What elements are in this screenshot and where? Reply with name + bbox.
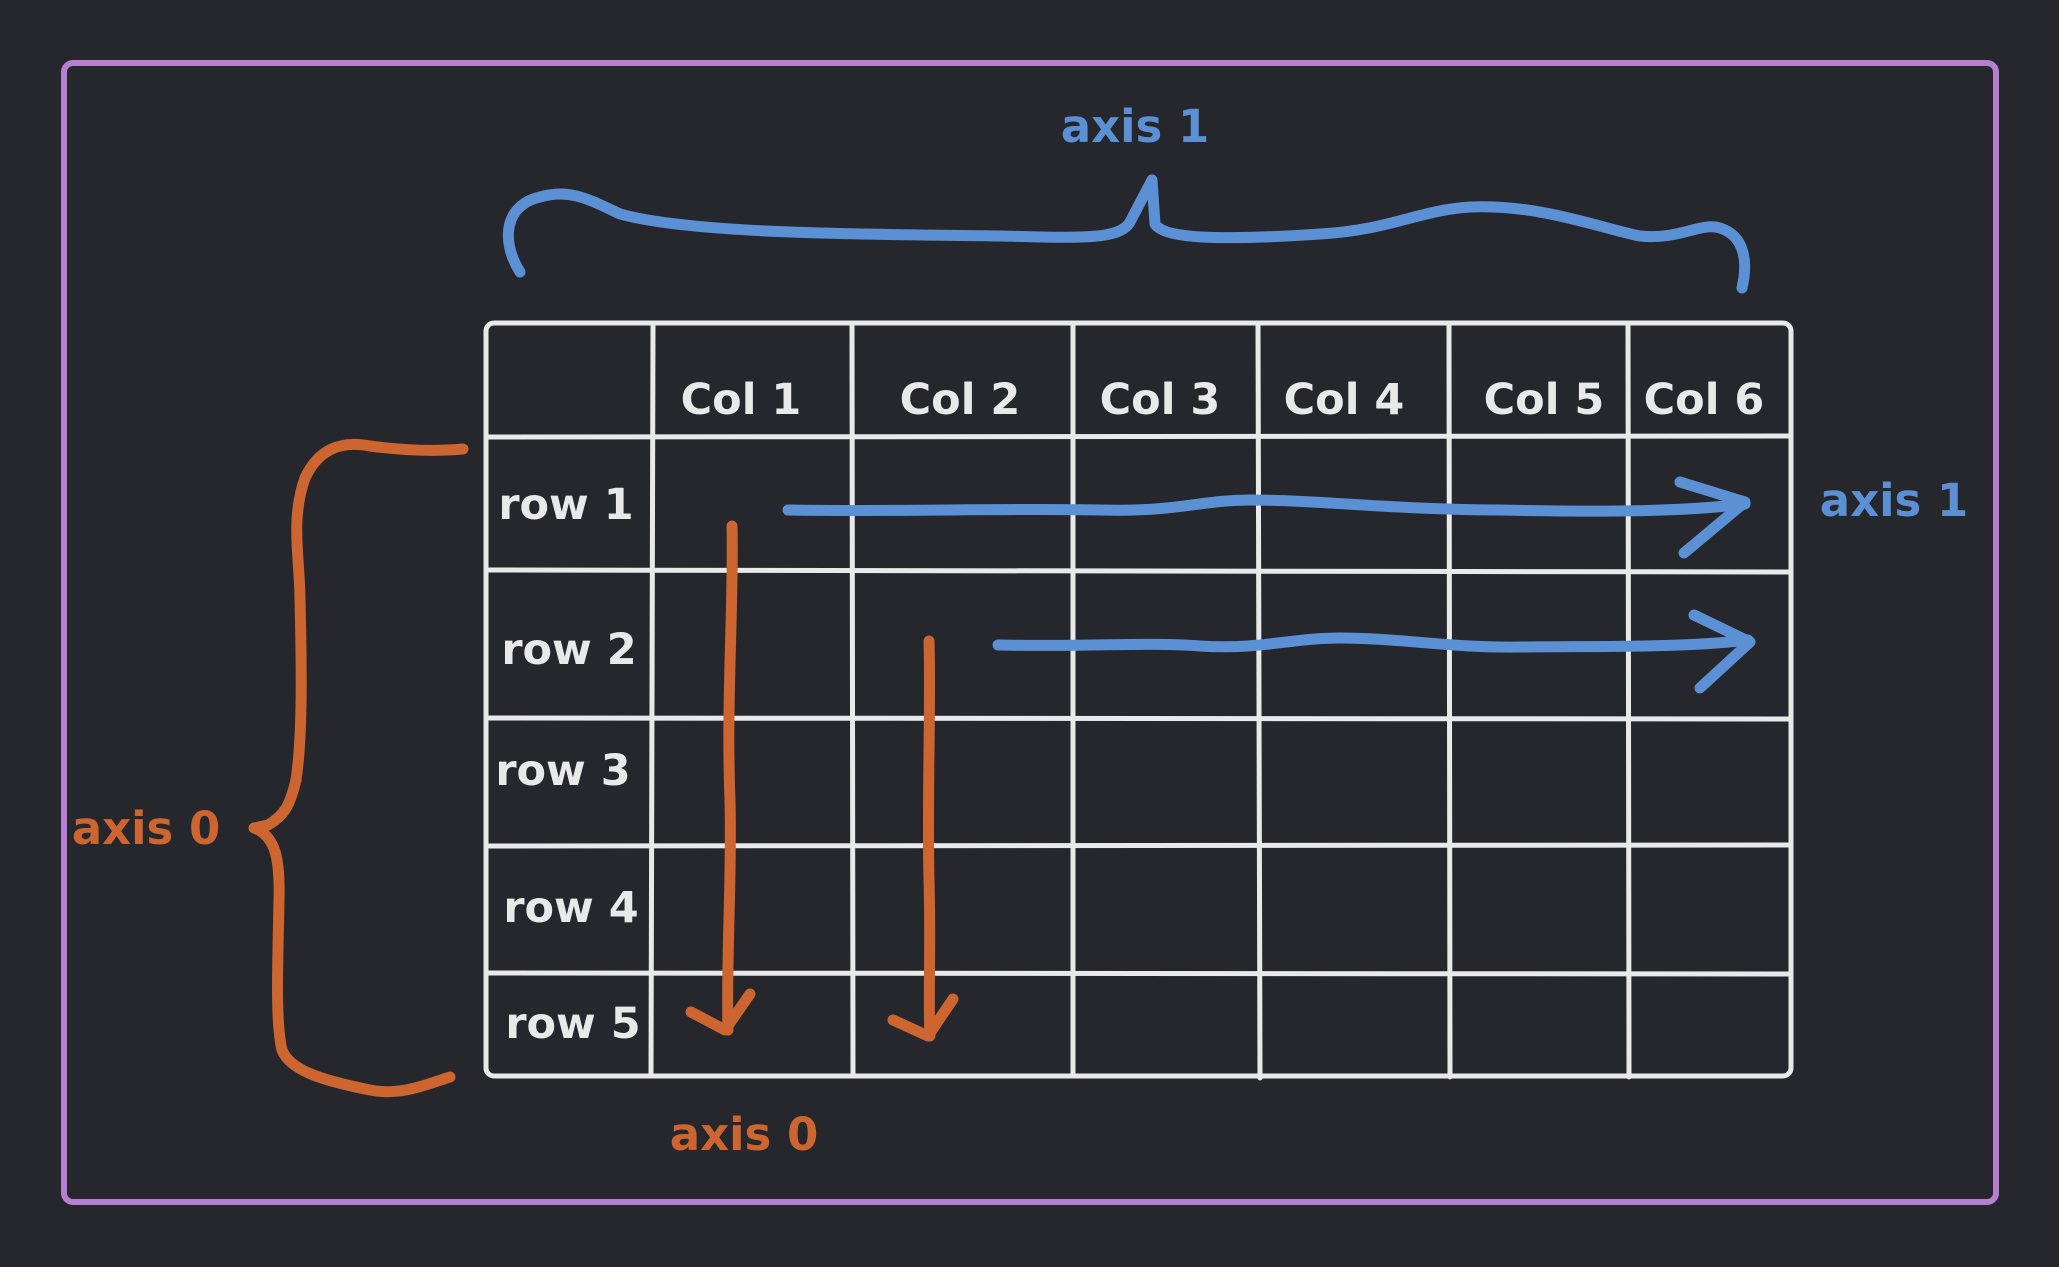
row-header: row 4 xyxy=(503,883,638,933)
column-divider xyxy=(1446,322,1453,1080)
column-divider xyxy=(849,322,856,1078)
axis1-arrow-line xyxy=(782,494,1751,517)
table-grid xyxy=(483,320,1794,1081)
row-divider xyxy=(485,567,1792,575)
axis1-top-brace xyxy=(502,174,1751,294)
row-divider xyxy=(485,842,1792,849)
column-header: Col 5 xyxy=(1484,375,1605,425)
axis1-arrow-head xyxy=(1688,609,1756,694)
axis0-arrow-line xyxy=(922,635,936,1042)
axis0-left-label: axis 0 xyxy=(72,802,221,855)
axis1-arrow-head xyxy=(1674,476,1751,559)
axis0-arrow-line xyxy=(722,520,738,1036)
row-header: row 5 xyxy=(505,999,640,1049)
axis1-right-label: axis 1 xyxy=(1820,474,1969,527)
row-header: row 3 xyxy=(495,746,630,796)
row-headers: row 1 row 2 row 3 row 4 row 5 xyxy=(495,480,640,1049)
axis0-arrow-head xyxy=(685,988,756,1036)
column-header: Col 2 xyxy=(900,375,1021,425)
column-header: Col 1 xyxy=(681,375,802,425)
row-header: row 1 xyxy=(498,480,633,530)
axis0-left-brace xyxy=(248,438,469,1098)
table-border xyxy=(483,320,1794,1079)
row-header: row 2 xyxy=(501,625,636,675)
column-header: Col 6 xyxy=(1644,375,1765,425)
diagram-frame xyxy=(61,60,1999,1205)
column-divider xyxy=(648,322,656,1077)
row-divider xyxy=(485,970,1792,977)
axis0-arrow-head xyxy=(887,993,959,1042)
column-headers: Col 1 Col 2 Col 3 Col 4 Col 5 Col 6 xyxy=(681,375,1765,425)
column-divider xyxy=(1255,322,1263,1081)
axis1-top-label: axis 1 xyxy=(1061,100,1210,153)
column-header: Col 4 xyxy=(1284,375,1405,425)
axis0-bottom-label: axis 0 xyxy=(670,1108,819,1161)
column-divider xyxy=(1625,322,1632,1080)
row-divider xyxy=(485,433,1792,440)
column-header: Col 3 xyxy=(1100,375,1221,425)
row-divider xyxy=(485,715,1792,722)
axis1-arrow-line xyxy=(992,632,1754,653)
